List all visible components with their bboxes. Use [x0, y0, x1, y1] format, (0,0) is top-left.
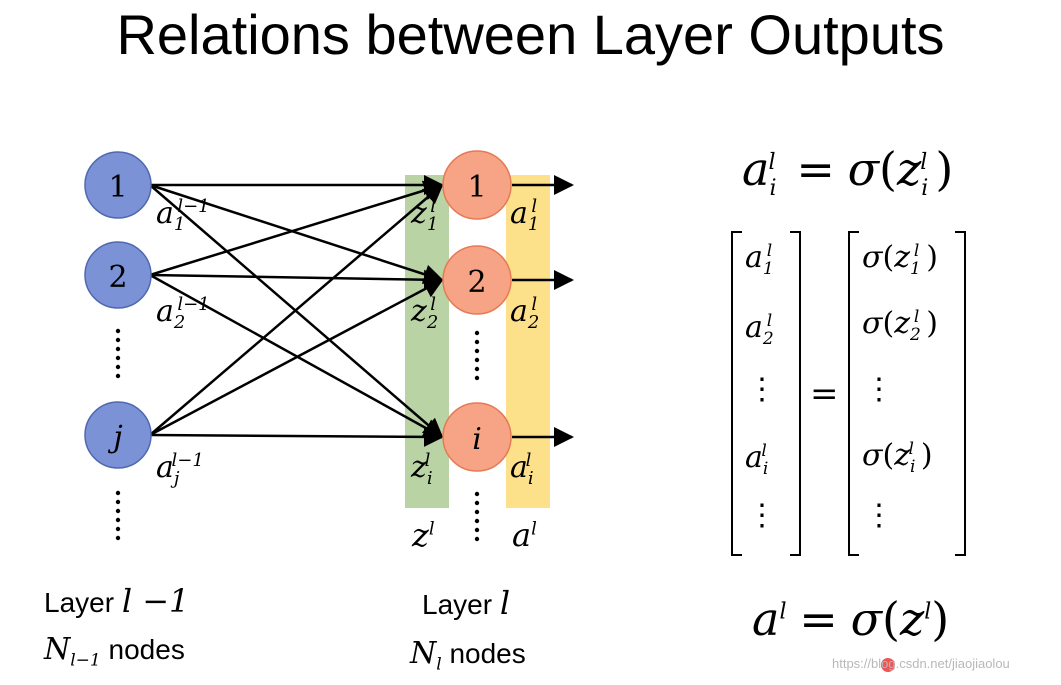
a-label-2: a2l — [510, 294, 540, 333]
edge-j-to-2 — [149, 278, 444, 437]
edge-j-to-i — [149, 426, 444, 447]
z-label-2: z2l — [411, 294, 439, 333]
edge-2-to-i — [149, 273, 444, 439]
scalar-equation: ail = σ(zil) — [742, 142, 954, 202]
cur-node-2-label: 2 — [467, 265, 486, 300]
cursor-dot-icon — [881, 658, 895, 672]
right-matrix-open-bracket — [848, 231, 859, 556]
cur-node-1 — [442, 150, 512, 220]
prev-node-j — [84, 401, 152, 469]
edge-2-to-2 — [149, 269, 444, 290]
a-vector-label: al — [512, 516, 537, 554]
prev-layer-caption: Layer l −1 — [44, 582, 190, 620]
matrix-right-entry-2: σ(z2l) — [862, 306, 938, 345]
watermark-url: https://blog.csdn.net/jiaojiaolou — [832, 656, 1010, 671]
prev-node-1 — [84, 151, 152, 219]
prev-output-label-1: a1l−1 — [156, 196, 210, 235]
cur-layer-nodes: 1 2 i — [442, 150, 512, 472]
matrix-left-entry-3: ⋮ — [747, 373, 777, 406]
matrix-right-entry-4: σ(zil) — [862, 438, 933, 477]
matrix-left-entry-5: ⋮ — [747, 499, 777, 532]
prev-layer-nodes: 1 2 j — [84, 151, 152, 469]
z-label-i: zil — [411, 450, 433, 489]
prev-layer-ellipsis-2 — [115, 490, 121, 541]
a-label-i: ail — [510, 450, 534, 489]
cur-layer-ellipsis-2 — [474, 491, 480, 542]
edge-j-to-1 — [149, 183, 444, 436]
prev-layer-count: Nl−1 nodes — [44, 632, 185, 671]
matrix-left-entry-2: a2l — [745, 310, 774, 349]
left-matrix-close-bracket — [790, 231, 801, 556]
z-vector-label: zl — [412, 516, 435, 554]
z-band-highlight — [405, 175, 449, 508]
edge-2-to-1 — [149, 180, 444, 277]
left-matrix-open-bracket — [731, 231, 742, 556]
prev-node-2-label: 2 — [108, 260, 127, 295]
cur-node-i — [442, 402, 512, 472]
cur-node-1-label: 1 — [467, 170, 486, 205]
a-label-1: a1l — [510, 196, 540, 235]
matrix-left-entry-4: ail — [745, 440, 769, 479]
cur-layer-ellipsis-1 — [474, 330, 480, 381]
vertical-ellipses — [115, 328, 480, 542]
z-label-1: z1l — [411, 196, 439, 235]
matrix-left-entry-1: a1l — [745, 240, 774, 279]
a-band-highlight — [506, 175, 550, 508]
prev-output-label-2: a2l−1 — [156, 294, 210, 333]
cur-layer-caption: Layer l — [422, 584, 511, 622]
page-title: Relations between Layer Outputs — [116, 3, 945, 66]
prev-node-2 — [84, 241, 152, 309]
right-matrix-close-bracket — [955, 231, 966, 556]
matrix-brackets — [731, 231, 966, 556]
edge-1-to-2 — [149, 183, 444, 284]
output-arrows — [512, 175, 574, 447]
vector-equation: al = σ(zl) — [752, 592, 950, 646]
matrix-equals: = — [810, 374, 839, 414]
matrix-right-entry-1: σ(z1l) — [862, 240, 938, 279]
prev-node-1-label: 1 — [108, 170, 127, 205]
prev-layer-ellipsis-1 — [115, 328, 121, 379]
prev-output-label-j: ajl−1 — [156, 450, 204, 489]
connection-edges — [149, 175, 444, 447]
matrix-right-entry-5: ⋮ — [864, 499, 894, 532]
cur-node-2 — [442, 245, 512, 315]
cur-layer-count: Nl nodes — [410, 636, 526, 675]
cur-node-i-label: i — [472, 422, 482, 457]
matrix-right-entry-3: ⋮ — [864, 373, 894, 406]
